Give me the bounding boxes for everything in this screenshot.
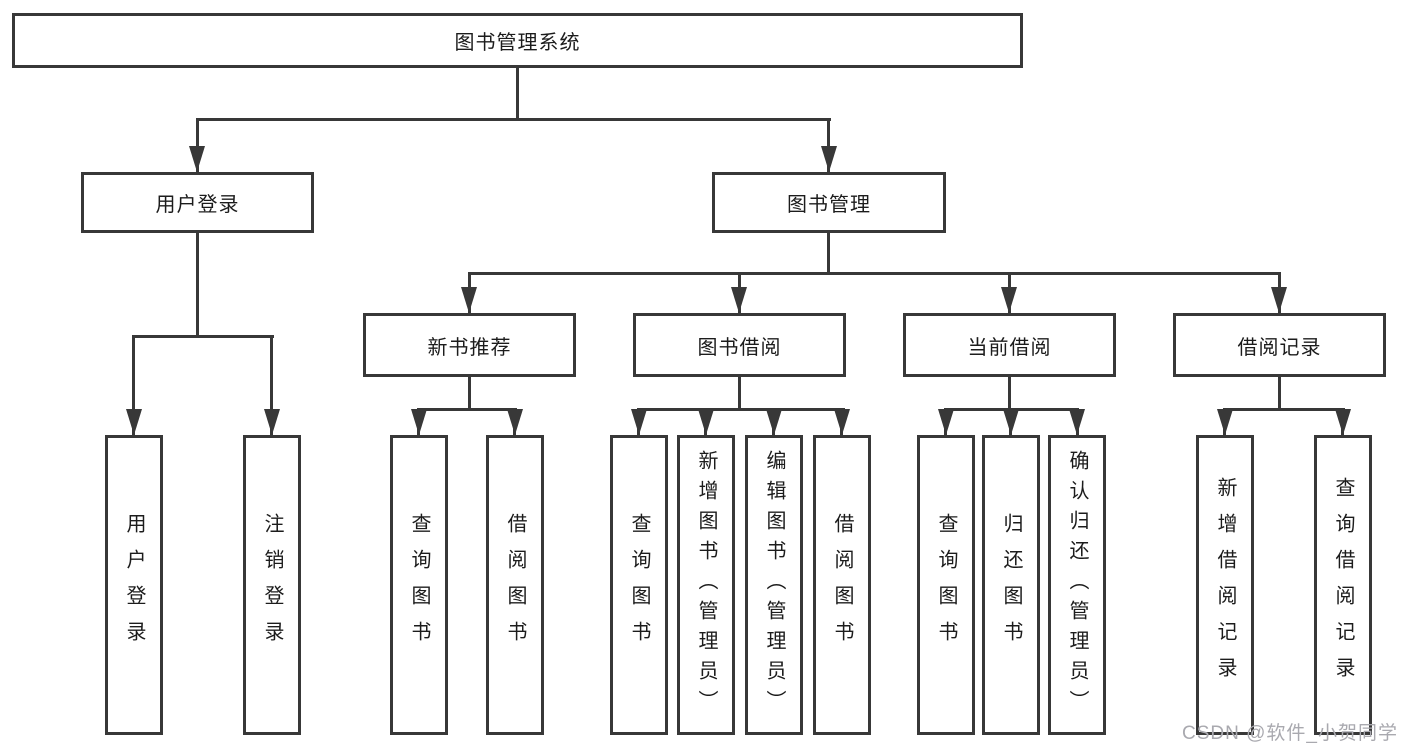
leaf-query-books-borrow: 查询图书 [610,435,668,735]
node-label: 归还图书 [1000,513,1022,657]
node-label: 新增借阅记录 [1214,477,1236,693]
connector-borrow-rail [637,408,845,411]
leaf-add-books-admin: 新增图书（管理员） [677,435,735,735]
node-new-book-recommendation: 新书推荐 [363,313,576,377]
leaf-confirm-return-admin: 确认归还（管理员） [1048,435,1106,735]
arrowhead-down [1217,409,1233,435]
arrowhead-down [1003,409,1019,435]
node-label: 用户登录 [123,513,145,657]
leaf-query-books-current: 查询图书 [917,435,975,735]
arrowhead-down [698,409,714,435]
leaf-return-books: 归还图书 [982,435,1040,735]
connector-current-stem [1008,377,1011,408]
connector-records-rail [1223,408,1345,411]
node-label: 查询图书 [628,513,650,657]
node-label: 图书管理 [787,194,871,216]
node-borrowing-records: 借阅记录 [1173,313,1386,377]
arrowhead-down [1271,287,1287,313]
arrowhead-down [461,287,477,313]
leaf-query-books-recommend: 查询图书 [390,435,448,735]
node-label: 用户登录 [155,194,240,216]
arrowhead-down [938,409,954,435]
leaf-borrow-books-recommend: 借阅图书 [486,435,544,735]
arrowhead-down [1001,287,1017,313]
connector-userlogin-drop-1 [132,335,135,435]
connector-newbook-stem [468,377,471,408]
node-label: 编辑图书（管理员） [763,450,785,720]
connector-root-drop-right [827,118,830,172]
node-label: 注销登录 [261,513,283,657]
node-label: 图书管理系统 [454,32,581,54]
node-current-borrowing: 当前借阅 [903,313,1116,377]
arrowhead-down [189,146,205,172]
node-library-management-system: 图书管理系统 [12,13,1023,68]
leaf-user-login: 用户登录 [105,435,163,735]
node-label: 新书推荐 [427,336,512,359]
node-label: 借阅图书 [831,513,853,657]
node-book-borrowing: 图书借阅 [633,313,846,377]
leaf-borrow-books: 借阅图书 [813,435,871,735]
connector-bookmgmt-stem [827,233,830,272]
arrowhead-down [834,409,850,435]
leaf-logout: 注销登录 [243,435,301,735]
node-label: 借阅图书 [504,513,526,657]
node-label: 查询图书 [408,513,430,657]
node-label: 新增图书（管理员） [695,450,717,720]
arrowhead-down [1069,409,1085,435]
arrowhead-down [766,409,782,435]
leaf-query-borrow-record: 查询借阅记录 [1314,435,1372,735]
arrowhead-down [821,146,837,172]
connector-root-drop-left [196,118,199,172]
connector-userlogin-stem [196,233,199,335]
leaf-add-borrow-record: 新增借阅记录 [1196,435,1254,735]
connector-root-stem [516,68,519,118]
node-label: 查询借阅记录 [1332,477,1354,693]
arrowhead-down [411,409,427,435]
connector-borrow-stem [738,377,741,408]
leaf-edit-books-admin: 编辑图书（管理员） [745,435,803,735]
node-user-login: 用户登录 [81,172,314,233]
node-label: 查询图书 [935,513,957,657]
arrowhead-down [631,409,647,435]
connector-root-rail [196,118,831,121]
connector-bookmgmt-rail [468,272,1281,275]
arrowhead-down [731,287,747,313]
connector-userlogin-drop-2 [270,335,273,435]
arrowhead-down [126,409,142,435]
connector-userlogin-rail [132,335,274,338]
connector-newbook-rail [417,408,517,411]
node-label: 当前借阅 [967,336,1052,359]
node-book-management: 图书管理 [712,172,946,233]
node-label: 图书借阅 [697,336,782,359]
arrowhead-down [507,409,523,435]
node-label: 借阅记录 [1237,336,1322,359]
csdn-watermark: CSDN @软件_小贺同学 [1182,723,1398,744]
arrowhead-down [264,409,280,435]
connector-records-stem [1278,377,1281,408]
arrowhead-down [1335,409,1351,435]
node-label: 确认归还（管理员） [1066,450,1088,720]
